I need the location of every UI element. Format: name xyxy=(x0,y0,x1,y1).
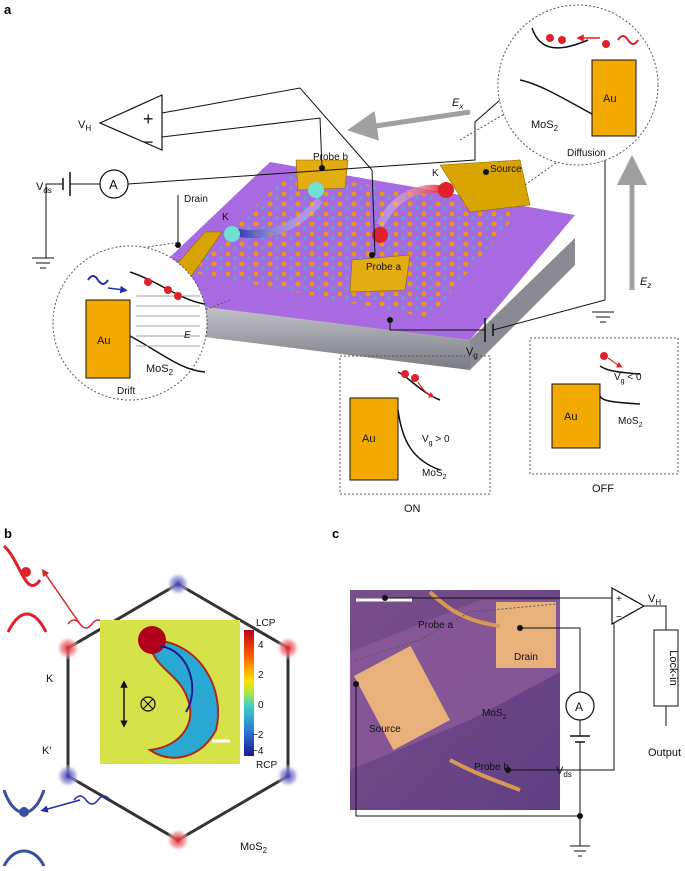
probe-b-contact xyxy=(295,159,349,191)
drain-label-a: Drain xyxy=(184,194,208,205)
panel-b: b K K′ MoS2 xyxy=(2,526,300,867)
substrate-side xyxy=(470,238,575,370)
probe-b-label-c: Probe b xyxy=(474,762,509,773)
probe-a-contact xyxy=(349,254,411,293)
hall-amplifier-c xyxy=(611,586,646,626)
k-label-b: K xyxy=(46,673,54,685)
probe-b-label-a: Probe b xyxy=(313,152,348,163)
vg-label-a: Vg xyxy=(466,346,478,360)
on-mos2: MoS2 xyxy=(422,468,447,481)
probe-a-label-a: Probe a xyxy=(366,262,401,273)
on-au: Au xyxy=(362,433,375,445)
probe-a-label-c: Probe a xyxy=(418,620,453,631)
amp-minus: − xyxy=(143,132,154,152)
diffusion-caption: Diffusion xyxy=(567,148,606,159)
ammeter-c-label: A xyxy=(575,700,583,714)
vh-label: VH xyxy=(78,119,91,133)
panel-a-letter: a xyxy=(4,2,12,17)
ez-label: Ez xyxy=(640,276,651,290)
ex-label: Ex xyxy=(452,97,464,111)
panel-a: a K K + − VH xyxy=(4,2,679,515)
off-au: Au xyxy=(564,411,577,423)
substrate-front xyxy=(148,300,470,370)
k-electron-blue xyxy=(224,226,240,242)
off-caption: OFF xyxy=(592,483,614,495)
drift-au: Au xyxy=(97,335,110,347)
on-condition: Vg > 0 xyxy=(422,434,450,447)
k-blue-label: K xyxy=(222,212,229,223)
amp-c-plus: + xyxy=(616,594,622,605)
vds-label-a: Vds xyxy=(36,181,52,195)
circuit-c: A Vds + − VH Lock-in Output xyxy=(353,586,681,857)
panel-b-letter: b xyxy=(4,526,12,541)
blue-valley-flow xyxy=(233,197,324,239)
mos2-sheet xyxy=(190,172,520,318)
k-red-label: K xyxy=(432,168,439,179)
k-electron-red xyxy=(438,182,454,198)
colorbar-tick-4: −4 xyxy=(252,746,264,757)
k-electron-red-2 xyxy=(372,227,388,243)
colorbar-tick-2: 0 xyxy=(258,700,264,711)
device: K K xyxy=(148,159,575,370)
amp-plus: + xyxy=(143,109,154,129)
vds-label-c: Vds xyxy=(556,765,572,779)
colorbar xyxy=(244,630,254,756)
colorbar-tick-0: 4 xyxy=(258,640,264,651)
off-mos2: MoS2 xyxy=(618,416,643,429)
panel-c: c Probe a Drain Source Probe b MoS2 A xyxy=(332,526,681,857)
lock-in-box xyxy=(653,629,679,707)
diffusion-au: Au xyxy=(603,93,616,105)
source-label-a: Source xyxy=(490,164,522,175)
inset-on: Au Vg > 0 MoS2 ON xyxy=(339,355,491,515)
drain-label-c: Drain xyxy=(514,652,538,663)
kprime-label-b: K′ xyxy=(42,745,51,757)
inset-drift: Au E MoS2 Drift xyxy=(52,241,231,401)
drift-e: E xyxy=(184,330,191,341)
optical-image xyxy=(350,590,560,810)
mos2-label-c: MoS2 xyxy=(482,708,507,721)
polarization-map xyxy=(100,620,240,764)
diffusion-mos2: MoS2 xyxy=(531,119,559,133)
output-label: Output xyxy=(648,747,681,759)
ammeter-a-label: A xyxy=(109,177,118,192)
drift-caption: Drift xyxy=(117,386,136,397)
colorbar-tick-1: 2 xyxy=(258,670,264,681)
hall-amplifier xyxy=(98,94,163,151)
vh-label-c: VH xyxy=(648,593,661,607)
drift-mos2: MoS2 xyxy=(146,363,174,377)
off-condition: Vg < 0 xyxy=(614,372,642,385)
amp-c-minus: − xyxy=(616,612,622,623)
mos2-label-b: MoS2 xyxy=(240,841,268,855)
circuit-a: + − VH A Vds Vg xyxy=(32,87,651,360)
colorbar-bottom-label: RCP xyxy=(256,760,277,771)
inset-diffusion: Au MoS2 Diffusion xyxy=(459,4,659,186)
colorbar-top-label: LCP xyxy=(256,618,276,629)
source-contact xyxy=(439,159,531,213)
panel-c-letter: c xyxy=(332,526,339,541)
source-label-c: Source xyxy=(369,724,401,735)
lockin-label: Lock-in xyxy=(667,650,679,685)
k-electron-teal xyxy=(308,182,324,198)
inset-off: Au Vg < 0 MoS2 OFF xyxy=(529,337,679,495)
on-caption: ON xyxy=(404,503,421,515)
colorbar-tick-3: −2 xyxy=(252,730,264,741)
